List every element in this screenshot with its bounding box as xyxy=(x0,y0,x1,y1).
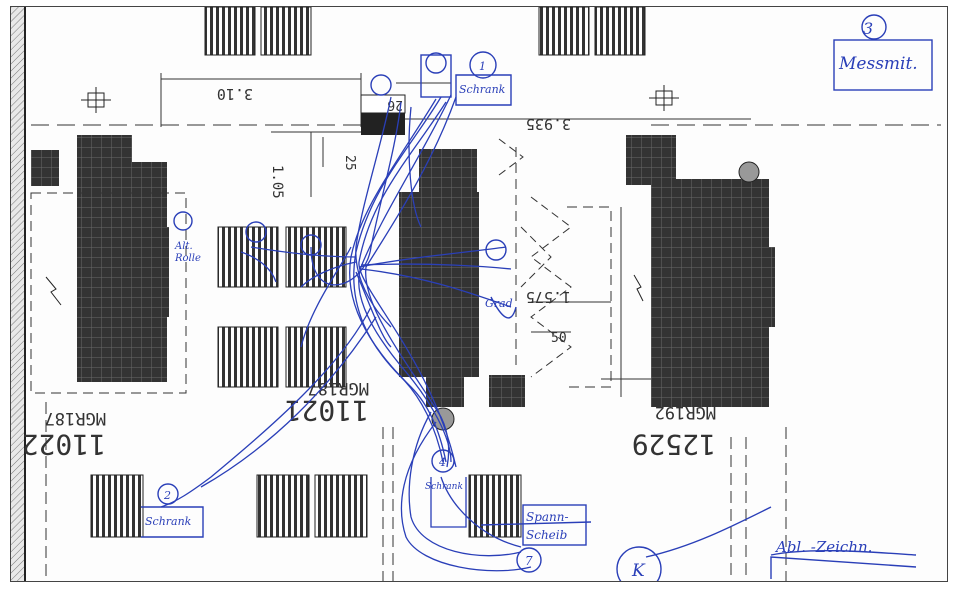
annotation-abl-zeichn: Abl. -Zeichn. xyxy=(774,538,872,556)
dimension-label: 3.935 xyxy=(526,115,571,133)
annotation-number: 3 xyxy=(863,19,873,38)
annotation-alt-line1: Alt. xyxy=(174,241,193,252)
hand-markings xyxy=(141,14,933,581)
annotation-spann-line1: Spann- xyxy=(526,510,569,524)
annotation-number: 4 xyxy=(438,456,446,469)
annotation-number: 2 xyxy=(163,489,171,502)
bottom-grates xyxy=(90,474,522,538)
wall-strip xyxy=(11,7,25,581)
machine-left-model: MGR187 xyxy=(45,408,106,428)
machine-left-number: 11022 xyxy=(22,428,106,461)
plan-frame: 3.10 3.935 26 25 1.05 1.575 50 MGR187 11… xyxy=(10,6,948,582)
machine-left xyxy=(30,135,187,394)
cable-routes xyxy=(160,94,532,572)
machine-right-number: 12529 xyxy=(632,428,716,461)
machine-right xyxy=(601,135,775,407)
annotation-number: 7 xyxy=(525,554,533,568)
machine-right-model: MGR192 xyxy=(655,402,716,422)
annotation-spann-line2: Scheib xyxy=(526,528,567,542)
machine-center-model: MGR187 xyxy=(308,378,369,398)
center-grates xyxy=(217,226,347,388)
floor-plan-drawing: 3.10 3.935 26 25 1.05 1.575 50 MGR187 11… xyxy=(11,7,941,581)
crosshair-markers xyxy=(81,85,679,113)
top-grates xyxy=(204,7,646,56)
cabinet-marker xyxy=(361,113,405,135)
dimension-label: 26 xyxy=(387,97,403,112)
dimension-label: 3.10 xyxy=(217,85,253,103)
annotation-grad: Grad xyxy=(485,297,513,310)
annotation-number: 1 xyxy=(479,60,486,73)
annotation-circle-letter: K xyxy=(631,561,646,581)
annotation-schrank-top: Schrank xyxy=(459,83,506,96)
dimension-label: 1.575 xyxy=(526,288,571,306)
dimension-label: 1.05 xyxy=(269,165,285,199)
annotation-schrank-bottom: Schrank xyxy=(425,482,463,492)
dimension-lines xyxy=(31,73,941,333)
dimension-label: 50 xyxy=(551,331,567,346)
annotation-schrank-left: Schrank xyxy=(145,515,192,528)
lower-guide-lines xyxy=(45,402,787,581)
dimension-label: 25 xyxy=(342,155,357,171)
annotation-messmit: Messmit. xyxy=(838,54,918,74)
machine-center xyxy=(399,138,612,431)
annotation-alt-line2: Rolle xyxy=(174,253,201,264)
machine-center-number: 11021 xyxy=(285,394,369,427)
